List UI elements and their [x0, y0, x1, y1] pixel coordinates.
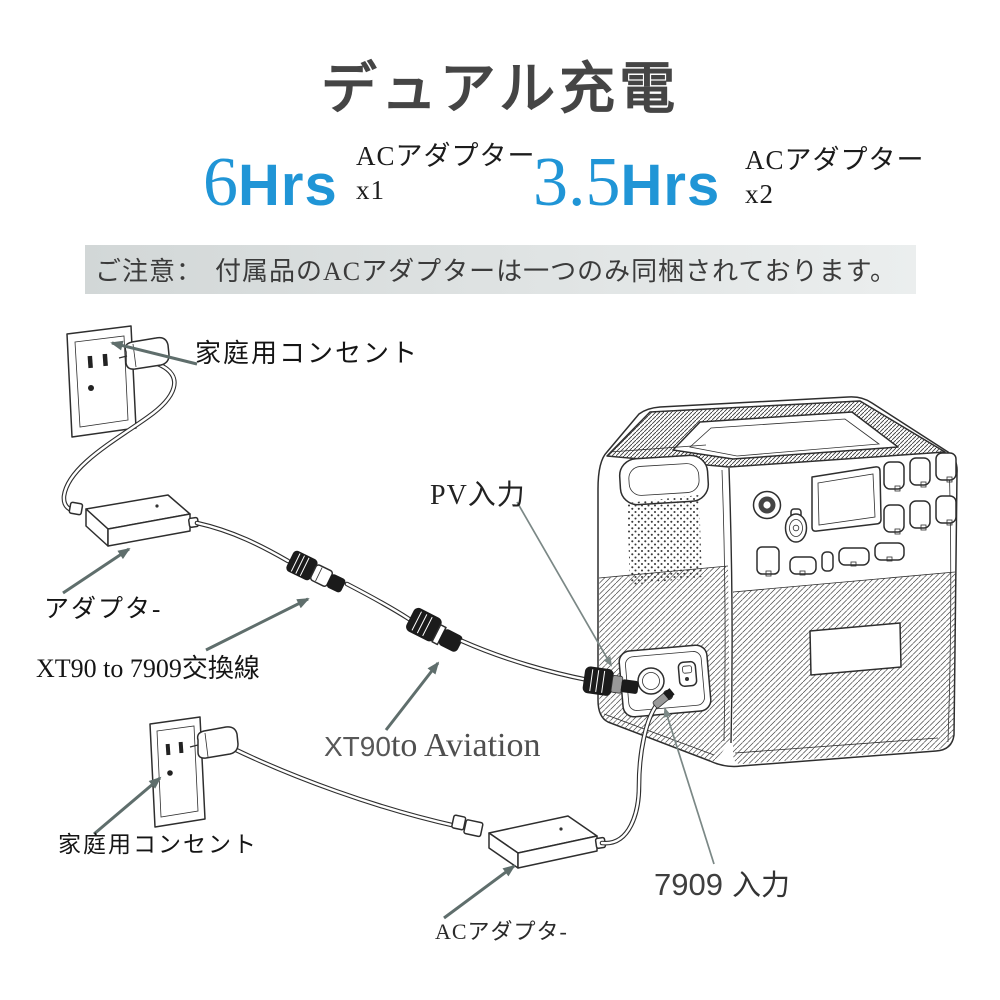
charge-hours-1: 6 — [203, 144, 238, 221]
power-plug-top — [124, 336, 170, 370]
label-aviation-prefix: XT90 — [324, 731, 391, 762]
notice-bar: ご注意： 付属品のACアダプターは一つのみ同梱されております。 — [85, 245, 916, 294]
label-7909-number: 7909 — [654, 867, 723, 902]
charge-cable-top — [194, 520, 639, 696]
notice-label: ご注意： — [95, 257, 204, 286]
adapter-note-1-qty: x1 — [356, 174, 385, 205]
label-adapter-bottom: ACアダプタ- — [435, 919, 568, 944]
charge-unit-2: Hrs — [620, 153, 721, 218]
label-aviation-suffix: to Aviation — [390, 727, 541, 764]
label-7909-text: 入力 — [731, 870, 790, 902]
xt90-connector — [286, 550, 346, 593]
dc-port-row — [756, 542, 905, 577]
arrow-pv-input — [516, 501, 612, 667]
adapter-note-2-name: ACアダプター — [745, 145, 925, 175]
aviation-plug — [582, 666, 639, 696]
charge-unit-1: Hrs — [238, 153, 338, 218]
aviation-connector — [406, 607, 463, 652]
label-outlet-top: 家庭用コンセント — [195, 339, 420, 368]
label-pv-input: PV入力 — [430, 480, 526, 511]
ac-adapter-top-illustration — [68, 494, 200, 547]
ac-adapter-bottom-illustration — [451, 688, 675, 869]
aviation-input-port — [637, 667, 665, 695]
arrow-adapter-top — [62, 547, 131, 595]
adapter-note-2: ACアダプター x2 — [745, 144, 925, 212]
arrow-aviation-cable — [384, 661, 440, 731]
label-conversion-cable: XT90 to 7909交換線 — [36, 654, 260, 683]
dc7909-plug — [652, 688, 675, 709]
arrow-7909-input — [663, 707, 715, 865]
label-aviation-cable: XT90 to Aviation — [324, 727, 540, 764]
arrow-outlet-top — [110, 340, 198, 366]
power-station-illustration — [597, 396, 958, 768]
page-title: デュアル充電 — [320, 57, 680, 120]
pointer-arrows — [62, 340, 715, 920]
label-adapter-top: アダプタ- — [44, 596, 163, 623]
arrow-adapter-bottom — [443, 864, 516, 920]
label-outlet-bottom: 家庭用コンセント — [58, 832, 258, 857]
ac-outlet-grid — [883, 452, 957, 535]
adapter-note-1: ACアダプター x1 — [356, 140, 536, 208]
wall-outlet-top — [61, 325, 177, 514]
charge-hours-2: 3.5 — [533, 144, 621, 221]
adapter-note-2-qty: x2 — [745, 178, 774, 209]
notice-text: 付属品のACアダプターは一つのみ同梱されております。 — [215, 257, 897, 286]
arrow-outlet-bottom — [93, 776, 162, 836]
adapter-note-1-name: ACアダプター — [356, 141, 536, 171]
power-plug-bottom — [196, 726, 239, 759]
label-7909-input: 7909 入力 — [654, 867, 790, 903]
arrow-conversion-cable — [205, 597, 310, 652]
wall-outlet-bottom — [149, 716, 459, 829]
